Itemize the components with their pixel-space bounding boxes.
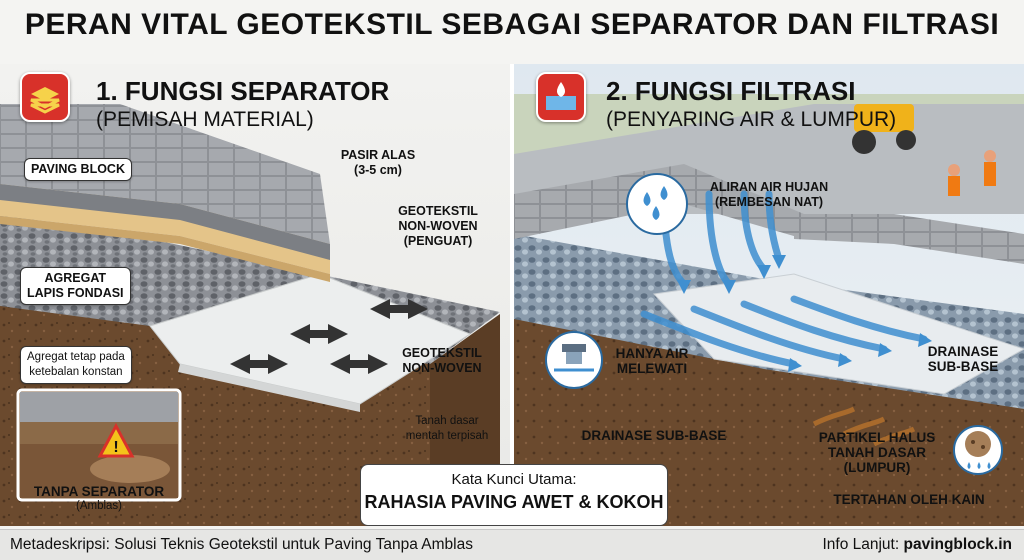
- tanpa-separator-label: TANPA SEPARATOR (Amblas): [33, 484, 165, 512]
- filtration-heading: 2. FUNGSI FILTRASI: [606, 76, 856, 106]
- keyword-label: Kata Kunci Utama:: [451, 471, 577, 488]
- page-title: PERAN VITAL GEOTEKSTIL SEBAGAI SEPARATOR…: [24, 8, 1000, 41]
- footer: Metadeskripsi: Solusi Teknis Geotekstil …: [0, 529, 1024, 560]
- aliran-air-label: ALIRAN AIR HUJAN (REMBESAN NAT): [709, 180, 829, 209]
- separator-illustration: !: [0, 104, 500, 526]
- water-drop-icon: [536, 72, 586, 122]
- geotekstil-top-label: GEOTEKSTIL NON-WOVEN (PENGUAT): [398, 204, 478, 248]
- filtration-subheading: (PENYARING AIR & LUMPUR): [606, 108, 897, 131]
- svg-text:!: !: [113, 439, 118, 456]
- filtration-panel: 2. FUNGSI FILTRASI (PENYARING AIR & LUMP…: [514, 64, 1024, 526]
- paving-block-label: PAVING BLOCK: [24, 158, 132, 181]
- meta-description: Metadeskripsi: Solusi Teknis Geotekstil …: [10, 536, 473, 553]
- info-link[interactable]: Info Lanjut: pavingblock.in: [822, 536, 1012, 553]
- geotekstil-mid-label: GEOTEKSTIL NON-WOVEN: [402, 346, 482, 375]
- agregat-note: Agregat tetap pada ketebalan konstan: [20, 346, 132, 384]
- partikel-label: PARTIKEL HALUS TANAH DASAR (LUMPUR): [818, 430, 936, 475]
- keyword-value: RAHASIA PAVING AWET & KOKOH: [364, 492, 664, 512]
- layers-icon: [20, 72, 70, 122]
- tanah-dasar-label: Tanah dasar mentah terpisah: [405, 415, 489, 442]
- keyword-box: Kata Kunci Utama: RAHASIA PAVING AWET & …: [360, 464, 668, 526]
- separator-panel: ! 1. FUNGSI SEPARATOR (PEMISAH MATERIAL)…: [0, 64, 510, 526]
- roller-icon: [854, 104, 914, 132]
- filtration-illustration: [514, 94, 1024, 526]
- agregat-label: AGREGAT LAPIS FONDASI: [20, 267, 131, 305]
- pasir-alas-label: PASIR ALAS (3-5 cm): [340, 148, 416, 177]
- panel-divider: [510, 64, 514, 526]
- hanya-air-label: HANYA AIR MELEWATI: [615, 346, 689, 376]
- separator-heading: 1. FUNGSI SEPARATOR: [96, 76, 390, 106]
- drainase-right-label: DRAINASE SUB-BASE: [927, 344, 999, 374]
- tertahan-label: TERTAHAN OLEH KAIN: [833, 492, 985, 507]
- raindrops-icon: [626, 173, 688, 235]
- separator-subheading: (PEMISAH MATERIAL): [96, 108, 314, 131]
- drainase-bottom-label: DRAINASE SUB-BASE: [581, 428, 727, 443]
- warning-icon: [97, 422, 135, 458]
